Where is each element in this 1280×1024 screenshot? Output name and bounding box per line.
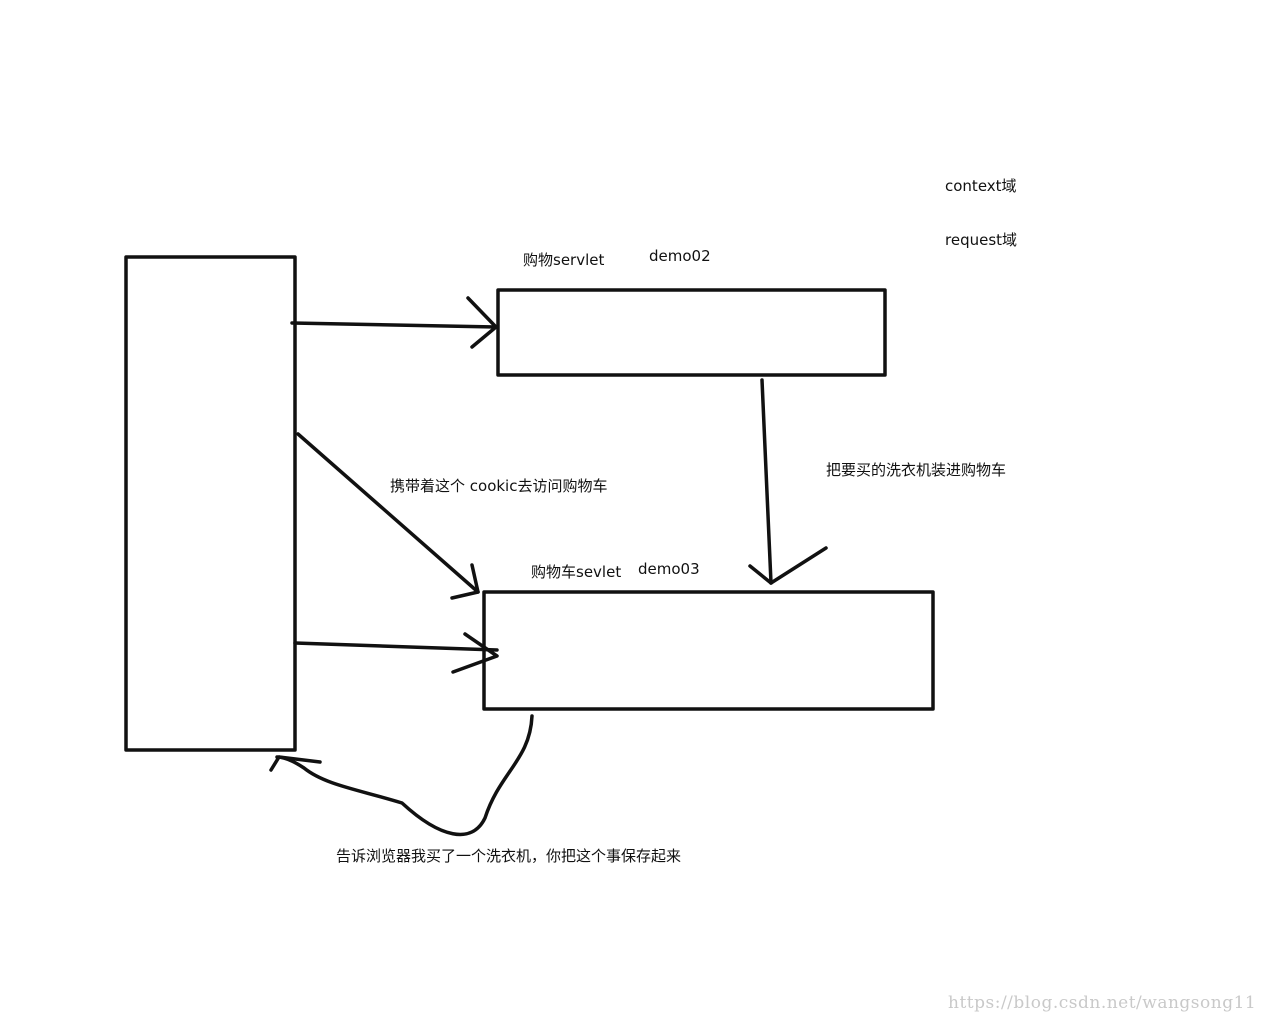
arrow-cart-to-browser-curve bbox=[269, 714, 534, 837]
cart-servlet-box bbox=[482, 590, 935, 711]
arrow-browser-to-cart-horizontal bbox=[293, 632, 499, 674]
label-context-scope: context域 bbox=[945, 177, 1017, 195]
label-tell-browser: 告诉浏览器我买了一个洗衣机，你把这个事保存起来 bbox=[336, 847, 682, 865]
browser-box bbox=[124, 255, 297, 752]
label-shopping-servlet: 购物servlet bbox=[523, 251, 605, 269]
label-demo02: demo02 bbox=[649, 247, 711, 265]
arrow-browser-to-cart-diagonal bbox=[296, 432, 480, 600]
watermark-text: https://blog.csdn.net/wangsong11 bbox=[948, 993, 1257, 1013]
label-request-scope: request域 bbox=[945, 231, 1018, 249]
arrow-browser-to-shopping-servlet bbox=[290, 296, 498, 349]
label-cart-servlet: 购物车sevlet bbox=[531, 563, 622, 581]
label-carry-cookie: 携带着这个 cookic去访问购物车 bbox=[390, 477, 608, 495]
arrow-shopping-to-cart bbox=[748, 378, 828, 585]
label-demo03: demo03 bbox=[638, 560, 700, 578]
label-add-to-cart: 把要买的洗衣机装进购物车 bbox=[826, 461, 1007, 479]
shopping-servlet-box bbox=[496, 288, 887, 377]
